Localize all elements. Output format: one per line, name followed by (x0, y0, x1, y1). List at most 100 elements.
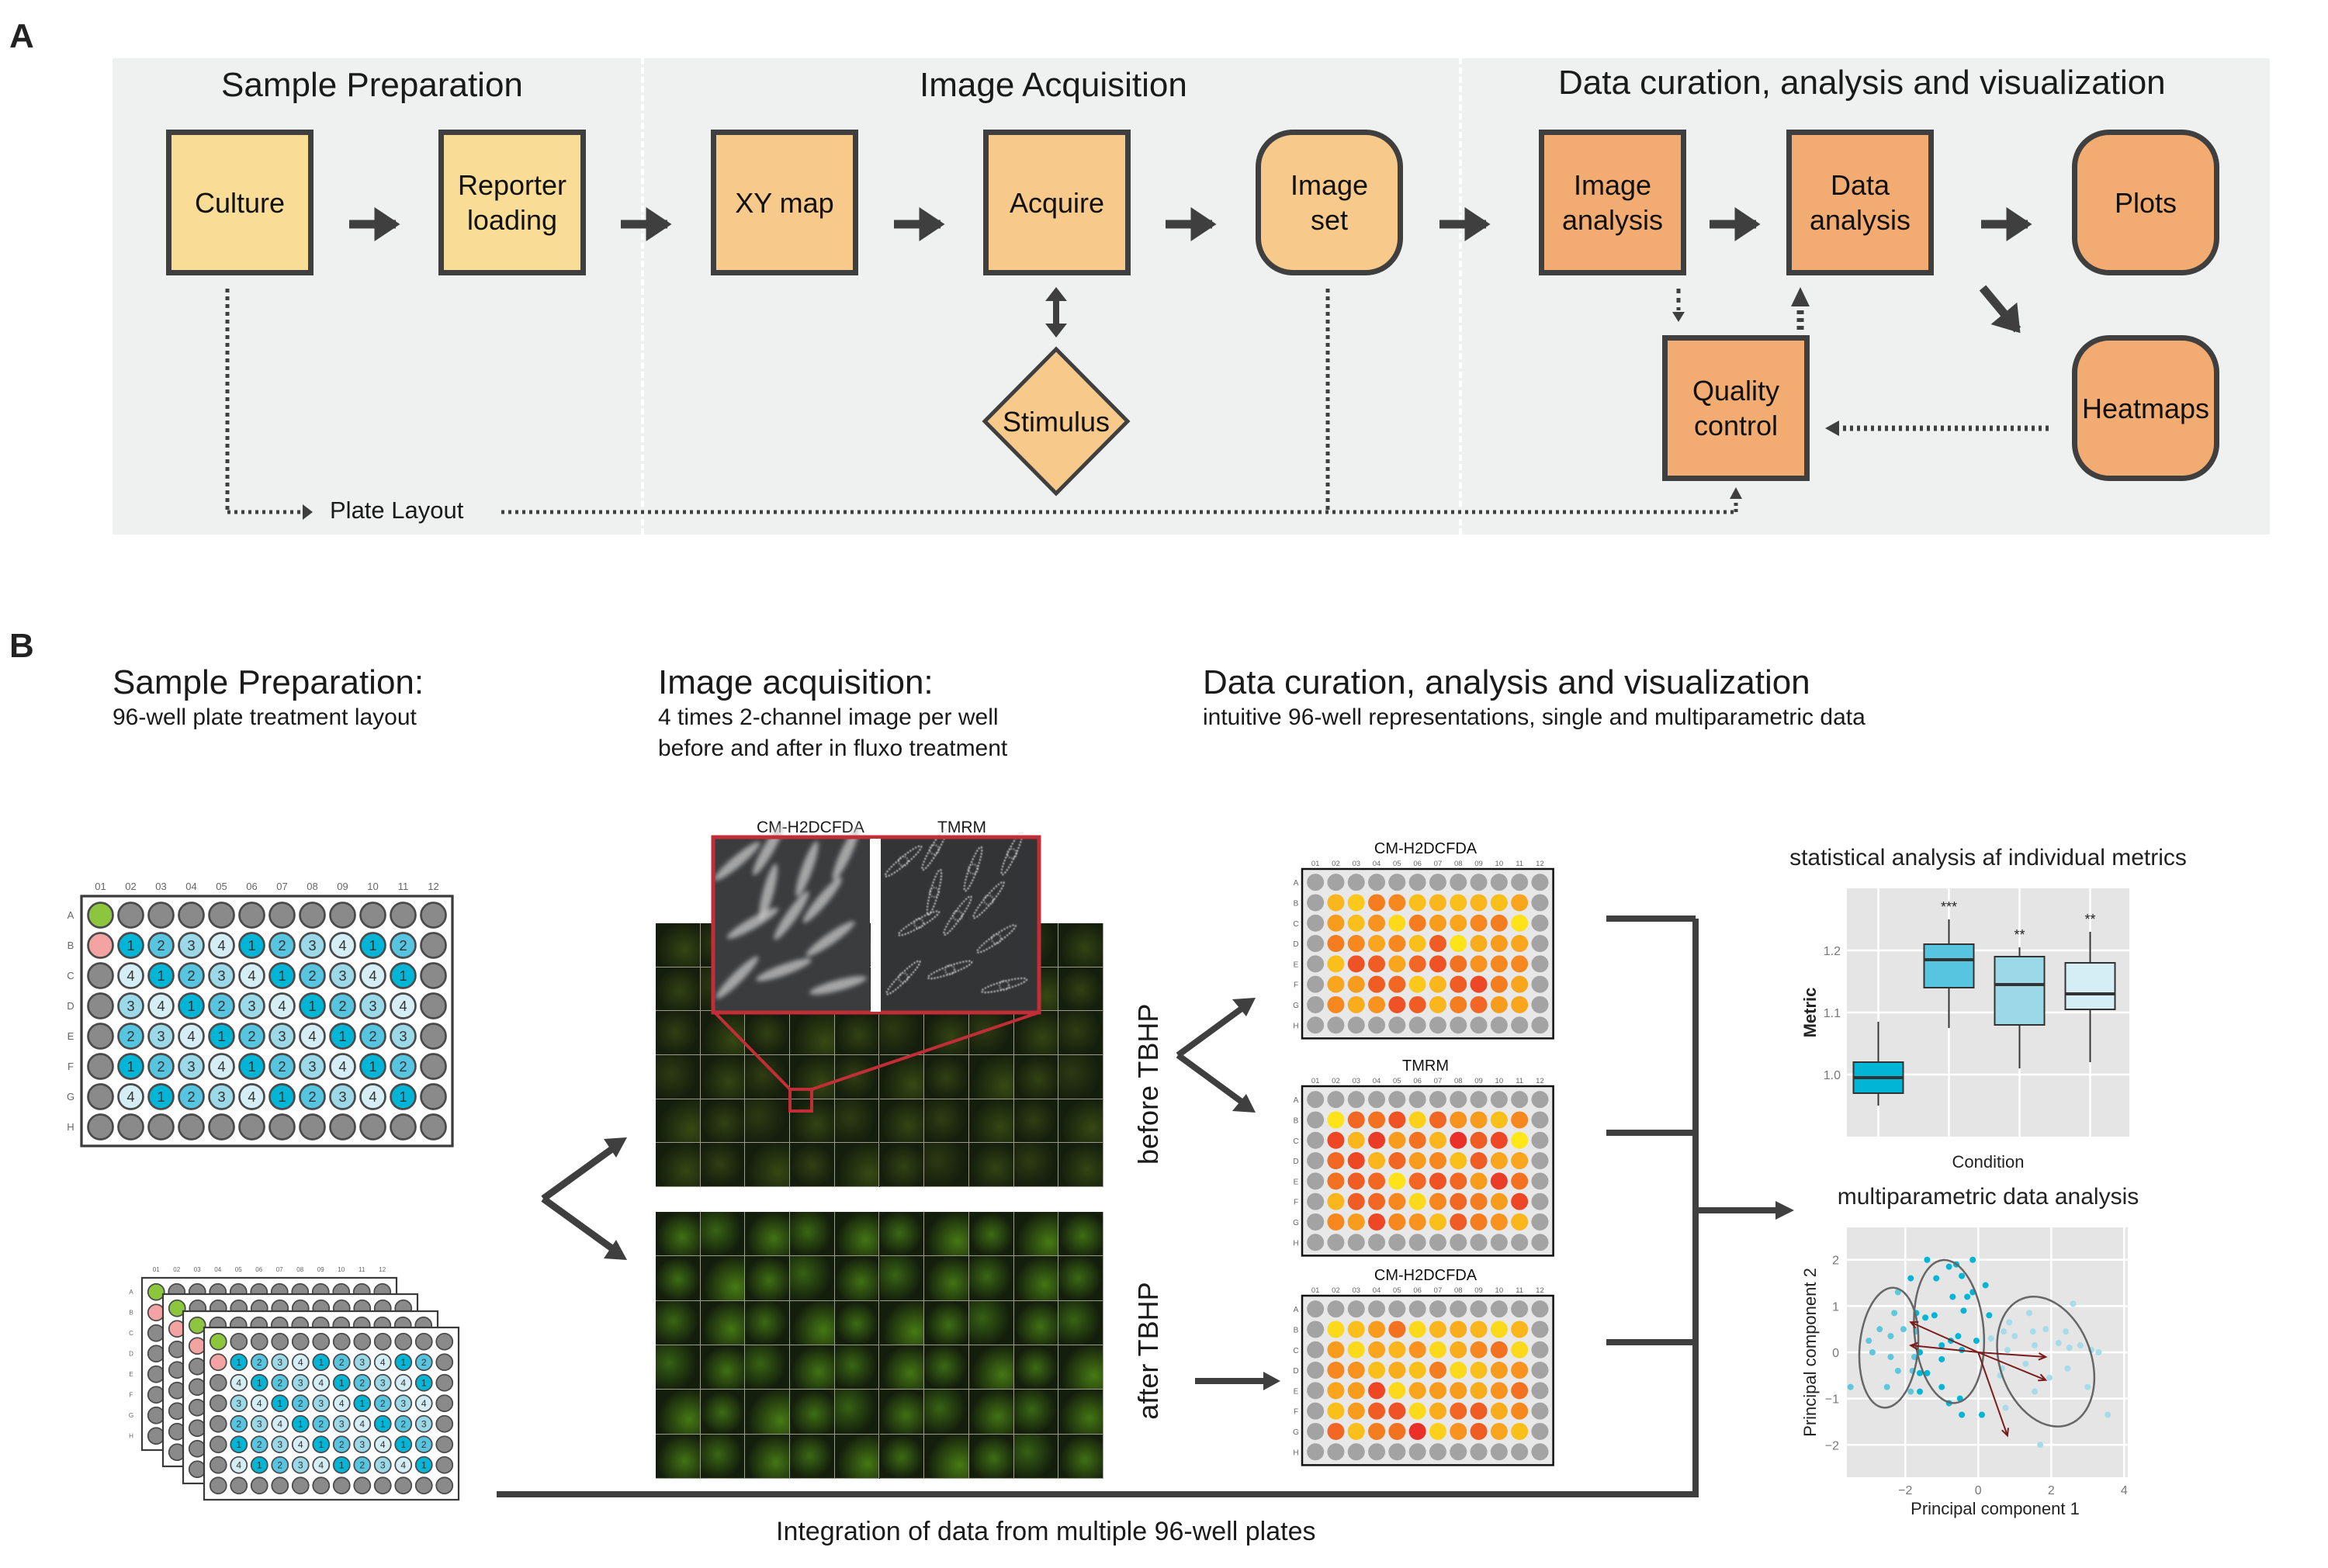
well-image-tile (924, 1390, 969, 1435)
loading-arrow (1910, 1321, 1979, 1353)
loading-arrowhead (2001, 1428, 2009, 1438)
heatmap-well (1511, 894, 1529, 912)
well-number: 3 (277, 1439, 282, 1450)
well-image-tile (656, 1300, 701, 1345)
plate-well (230, 1414, 248, 1433)
well-image-tile (879, 1434, 925, 1479)
heatmap-well (1450, 874, 1467, 891)
plate-well (420, 962, 447, 989)
data-point (1887, 1333, 1894, 1340)
heatmap-well (1470, 914, 1488, 932)
data-point (2002, 1404, 2009, 1411)
plate-well (390, 1053, 417, 1080)
heatmap-well (1347, 1321, 1365, 1338)
heatmap-well (1429, 1341, 1446, 1359)
heatmap-well (1429, 914, 1446, 932)
heatmap-column-label: 12 (1536, 1286, 1544, 1295)
plate-well (420, 902, 447, 929)
plate-column-label: 07 (276, 1266, 283, 1273)
heatmap-well (1490, 1213, 1508, 1231)
well-image-tile (968, 1345, 1014, 1390)
image-acq-subtitle-1: 4 times 2-channel image per well (658, 704, 999, 730)
heatmap-column-label: 07 (1434, 1077, 1443, 1085)
heatmap-well (1450, 1172, 1467, 1190)
well-image-tile (1058, 1055, 1103, 1099)
data-point (1847, 1383, 1854, 1390)
heatmap-well (1429, 1131, 1446, 1149)
data-point (1964, 1293, 1971, 1300)
heatmap-well (1470, 1234, 1488, 1251)
node-data-analysis: Data analysis (1786, 130, 1934, 275)
heatmap-well (1307, 894, 1325, 912)
plate-well (271, 1414, 289, 1433)
heatmap-column-label: 10 (1495, 860, 1504, 868)
well-number: 3 (380, 1377, 386, 1388)
plate-well (359, 1113, 386, 1141)
data-point (1866, 1338, 1872, 1345)
plate-well (373, 1414, 392, 1433)
well-number: 1 (157, 1089, 165, 1105)
plate-well (414, 1394, 433, 1413)
y-axis-label: Principal component 2 (1800, 1268, 1820, 1437)
heatmap-well (1368, 894, 1386, 912)
plate-well (271, 1456, 289, 1474)
plate-well (299, 1023, 326, 1050)
heatmap-well (1429, 1321, 1446, 1338)
plate-well (238, 932, 265, 959)
heatmap-well (1307, 1016, 1325, 1034)
x-tick-label: 2 (2048, 1484, 2055, 1497)
heatmap-row-label: C (1293, 1347, 1298, 1355)
heatmap-column-label: 02 (1332, 1077, 1340, 1085)
panel-a-label: A (9, 17, 34, 55)
plate-well (230, 1353, 248, 1372)
y-tick-label: 1.0 (1824, 1069, 1841, 1082)
data-point (1869, 1349, 1876, 1355)
heatmap-well (1327, 1382, 1345, 1400)
well-number: 4 (400, 1459, 406, 1470)
heatmap-well (1490, 1192, 1508, 1210)
heatmap-well (1450, 914, 1467, 932)
plate-well (178, 932, 205, 959)
heatmap-well (1490, 1300, 1508, 1318)
heatmap-well (1470, 1131, 1488, 1149)
plate-well (359, 1083, 386, 1110)
plate-well (208, 1053, 235, 1080)
heatmap-well (1470, 1321, 1488, 1338)
heatmap-well (1327, 1341, 1345, 1359)
heatmap-well (1368, 1091, 1386, 1109)
node-plots: Plots (2072, 130, 2219, 275)
heatmap-well (1327, 1091, 1345, 1109)
plate-row-label: C (129, 1330, 133, 1337)
data-point (2032, 1388, 2039, 1395)
well-image-tile (924, 1256, 969, 1301)
heatmap-well (1490, 1321, 1508, 1338)
cell (968, 864, 979, 874)
cell (805, 921, 855, 957)
plate-well (208, 932, 235, 959)
data-point (2105, 1411, 2111, 1418)
node-culture: Culture (166, 130, 314, 275)
plate-well (353, 1456, 372, 1474)
image-acq-subtitle-2: before and after in fluxo treatment (658, 736, 1008, 761)
plate-well (188, 1419, 206, 1438)
sample-prep-subtitle: 96-well plate treatment layout (113, 704, 417, 730)
heatmap-well (1470, 1443, 1488, 1461)
heatmap-well (1408, 1443, 1426, 1461)
heatmap-row-label: F (1294, 981, 1298, 990)
heatmap-well (1408, 914, 1426, 932)
well-number: 3 (338, 1089, 346, 1105)
heatmap-well (1408, 1131, 1426, 1149)
heatmap-well (1490, 975, 1508, 993)
heatmap-column-label: 10 (1495, 1286, 1504, 1295)
data-point (2029, 1328, 2036, 1335)
plate-well (332, 1394, 351, 1413)
heatmap-row-label: E (1294, 961, 1299, 969)
heatmap-well (1408, 1422, 1426, 1440)
well-image-tile (879, 1099, 925, 1144)
heatmap-column-label: 07 (1434, 1286, 1443, 1295)
well-image-tile (834, 1055, 880, 1099)
data-point (1938, 1342, 1945, 1349)
heatmap-well (1368, 1152, 1386, 1170)
plate-well (394, 1456, 413, 1474)
plate-column-label: 01 (153, 1266, 160, 1273)
